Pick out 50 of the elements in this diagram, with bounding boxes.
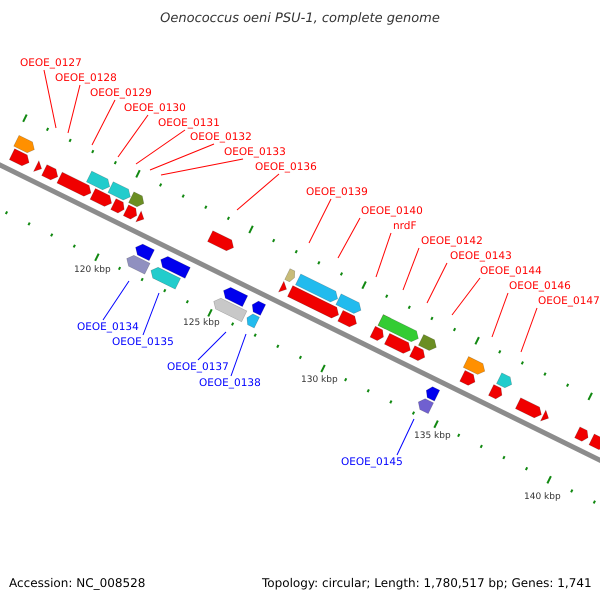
scale-label: 125 kbp (183, 317, 220, 330)
leader-line (44, 70, 56, 128)
gene-label: OEOE_0146 (509, 280, 571, 292)
scale-label: 120 kbp (74, 264, 111, 277)
scale-label: 140 kbp (524, 491, 561, 504)
gene-label: OEOE_0136 (255, 161, 317, 173)
gene-label: OEOE_0127 (20, 57, 82, 69)
leader-line (376, 232, 392, 278)
footer-text: Topology: circular; Length: 1,780,517 bp; Genes: 1,741 (262, 575, 592, 592)
gene-label: OEOE_0133 (224, 146, 286, 158)
leader-line (452, 278, 480, 316)
leader-line (492, 292, 508, 338)
leader-line (230, 334, 246, 376)
scale-label: 135 kbp (414, 430, 451, 443)
leader-line (102, 280, 130, 320)
footer-text: Accession: NC_008528 (9, 575, 146, 592)
gene-label: OEOE_0137 (167, 361, 229, 373)
gene-label: OEOE_0147 (538, 295, 600, 307)
leader-line (236, 174, 280, 210)
gene-label: OEOE_0143 (450, 250, 512, 262)
leader-line (308, 198, 332, 244)
gene-label: OEOE_0130 (124, 102, 186, 114)
leader-line (338, 218, 360, 258)
gene-label: OEOE_0129 (90, 87, 152, 99)
leader-line (198, 332, 226, 360)
leader-line (520, 308, 538, 352)
leader-line (68, 84, 80, 134)
scale-label: 130 kbp (301, 374, 338, 387)
leader-line (92, 100, 116, 146)
gene-label: OEOE_0128 (55, 72, 117, 84)
leader-line (426, 262, 448, 304)
gene-label: OEOE_0131 (158, 117, 220, 129)
leader-line (160, 158, 244, 176)
gene-label: nrdF (393, 220, 416, 232)
gene-label: OEOE_0145 (341, 456, 403, 468)
gene-label: OEOE_0142 (421, 235, 483, 247)
leader-line (402, 248, 420, 290)
leader-line (142, 292, 160, 336)
gene-label: OEOE_0140 (361, 205, 423, 217)
gene-label: OEOE_0135 (112, 336, 174, 348)
leader-line (118, 114, 148, 158)
gene-label: OEOE_0134 (77, 321, 139, 333)
gene-label: OEOE_0139 (306, 186, 368, 198)
leader-line (136, 130, 186, 164)
title: Oenococcus oeni PSU-1, complete genome (159, 10, 441, 28)
gene-label: OEOE_0144 (480, 265, 542, 277)
gene-label: OEOE_0132 (190, 131, 252, 143)
leader-line (396, 418, 414, 456)
leader-line (150, 144, 214, 170)
gene-label: OEOE_0138 (199, 377, 261, 389)
